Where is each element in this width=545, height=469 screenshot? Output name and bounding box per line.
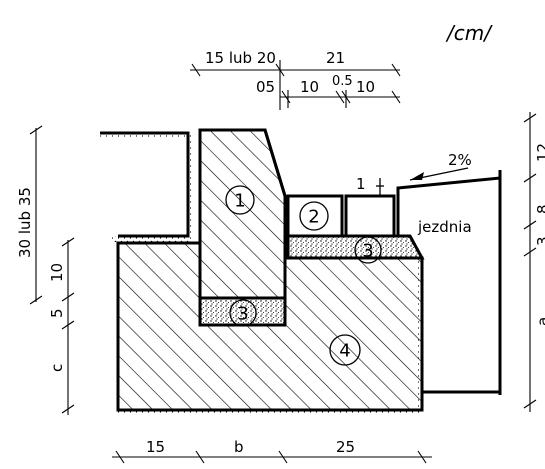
dim-right-3: 3 — [534, 236, 545, 246]
dim-bottom-2: b — [234, 438, 244, 456]
dim-top-2: 21 — [326, 49, 345, 67]
gap-label: 1 — [356, 175, 366, 193]
slope-label: 2% — [448, 151, 472, 169]
dim-left-1: 30 lub 35 — [16, 187, 34, 258]
dim-right-1: 12 — [534, 143, 545, 162]
dim-bottom-1: 15 — [146, 438, 165, 456]
dim-top-6: 10 — [356, 78, 375, 96]
bottom-dimension-lines — [112, 450, 432, 464]
part-label-3-lower: 3 — [237, 304, 248, 325]
dim-top-3: 05 — [256, 78, 275, 96]
right-dimension-lines — [523, 112, 537, 412]
gap-marker: 1 — [356, 175, 384, 196]
left-dimension-lines — [29, 125, 75, 415]
dim-top-5: 0.5 — [332, 74, 353, 89]
part-label-2: 2 — [308, 207, 319, 228]
dim-bottom-3: 25 — [336, 438, 355, 456]
dim-top-4: 10 — [300, 78, 319, 96]
unit-label: /cm/ — [445, 21, 493, 45]
part-label-1: 1 — [234, 191, 245, 212]
dim-top-1: 15 lub 20 — [205, 49, 276, 67]
ground-surface — [100, 131, 192, 242]
part-label-3-upper: 3 — [362, 241, 373, 262]
dim-left-3: 5 — [48, 308, 66, 318]
gutter-stone-2 — [286, 194, 396, 238]
road-label: jezdnia — [417, 218, 472, 236]
dim-left-2: 10 — [48, 263, 66, 282]
part-label-4: 4 — [339, 341, 350, 362]
sand-bedding-3-lower — [198, 296, 287, 327]
top-dimension-lines — [190, 60, 401, 110]
dim-right-4: a — [534, 317, 545, 326]
slope-arrow: 2% — [409, 151, 472, 181]
dim-left-4: c — [48, 364, 66, 372]
dim-right-2: 8 — [534, 204, 545, 214]
part-labels: 1 2 3 3 4 — [225, 185, 382, 366]
road — [396, 170, 502, 395]
